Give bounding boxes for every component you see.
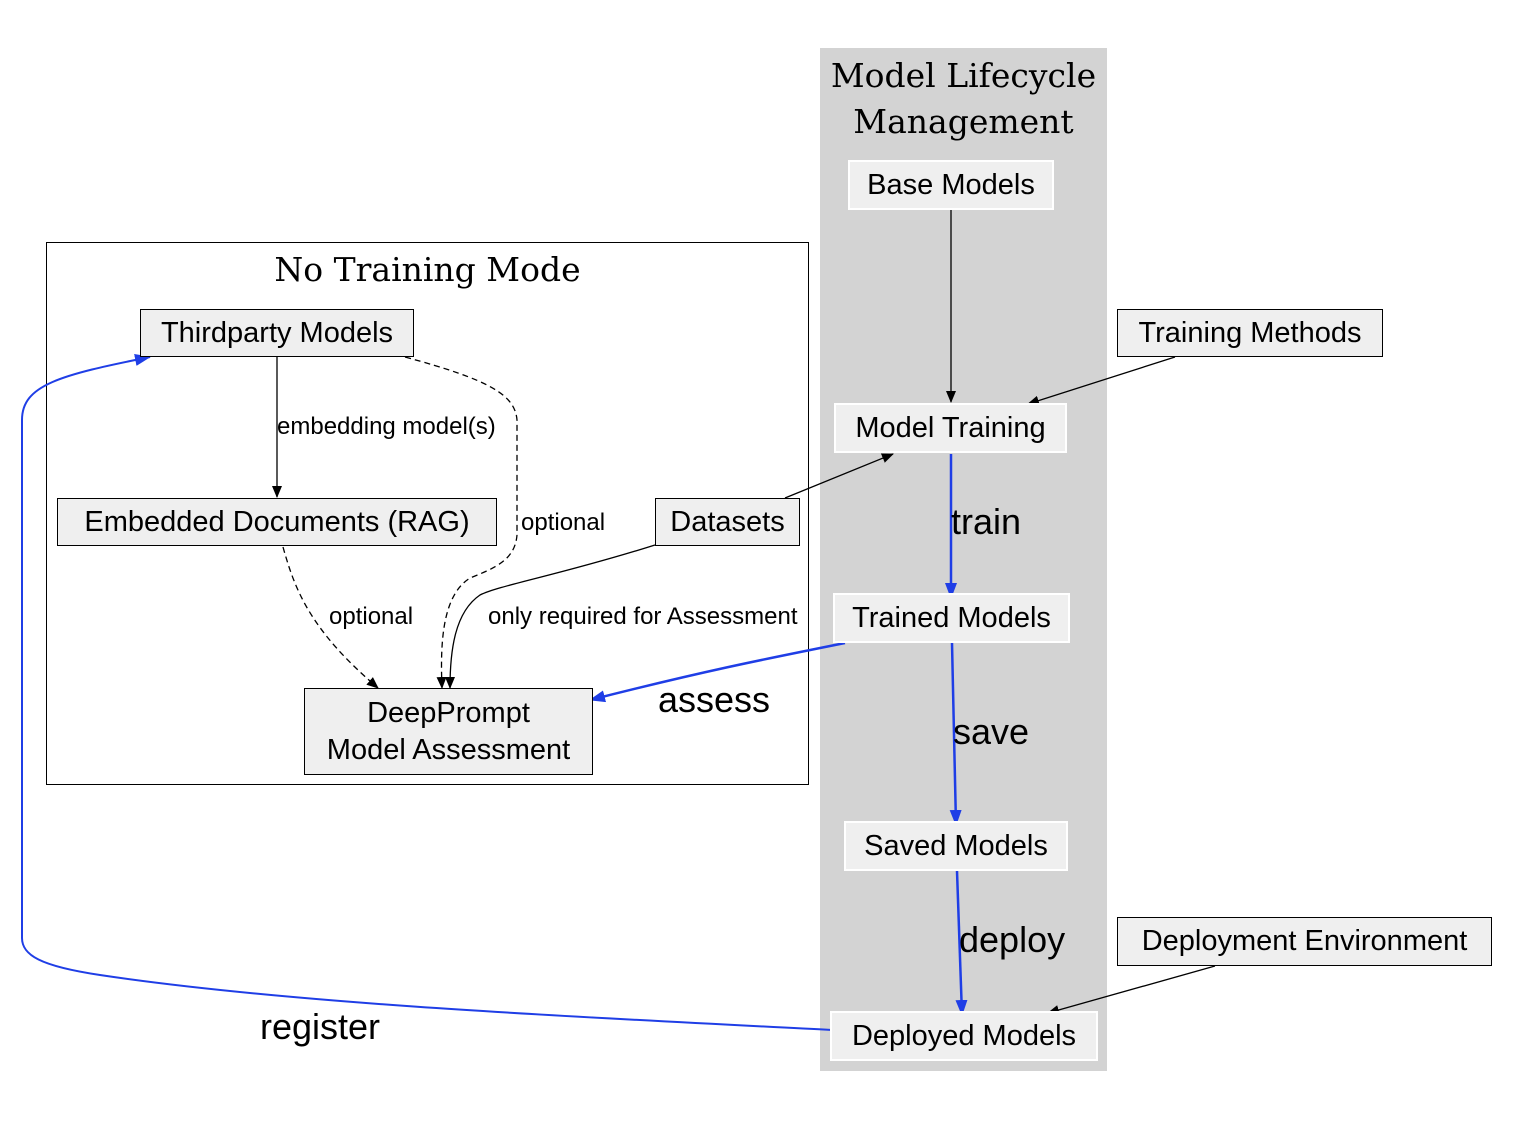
cluster-title-lifecycle: Model Lifecycle Management [820, 53, 1107, 145]
edge-env-to-deployed [1047, 965, 1216, 1015]
cluster-title-no-training: No Training Mode [274, 250, 581, 289]
node-deepprompt-model-assessment[interactable]: DeepPrompt Model Assessment [304, 688, 593, 775]
edge-deploy [955, 870, 968, 1016]
node-deepprompt-label-line2: Model Assessment [326, 733, 571, 766]
node-deployed-models-label: Deployed Models [851, 1019, 1077, 1052]
edge-datasets-to-training [784, 453, 894, 499]
node-base-models[interactable]: Base Models [848, 160, 1054, 210]
edge-save [949, 642, 962, 826]
cluster-model-lifecycle-management [820, 48, 1107, 1071]
edge-label-save: save [953, 711, 1030, 752]
edge-embedded-to-deepprompt [282, 546, 379, 689]
node-thirdparty-models-label: Thirdparty Models [160, 316, 394, 349]
node-trained-models[interactable]: Trained Models [833, 593, 1070, 643]
edge-label-train: train [951, 501, 1022, 542]
edge-datasets-to-deepprompt [445, 544, 656, 689]
node-trained-models-label: Trained Models [852, 601, 1051, 634]
edge-methods-to-training [1027, 356, 1176, 406]
edge-assess [589, 641, 846, 703]
edge-label-optional-thirdparty: optional [521, 509, 606, 536]
node-embedded-documents[interactable]: Embedded Documents (RAG) [57, 498, 497, 546]
node-model-training[interactable]: Model Training [834, 403, 1067, 453]
node-saved-models[interactable]: Saved Models [844, 821, 1068, 871]
edge-label-deploy: deploy [959, 919, 1066, 960]
node-deployment-environment-label: Deployment Environment [1141, 925, 1468, 958]
node-deepprompt-label-line1: DeepPrompt [367, 697, 530, 730]
edge-label-register: register [260, 1006, 381, 1047]
node-base-models-label: Base Models [867, 168, 1035, 201]
node-datasets[interactable]: Datasets [655, 498, 800, 546]
node-saved-models-label: Saved Models [864, 829, 1048, 862]
node-thirdparty-models[interactable]: Thirdparty Models [140, 309, 414, 357]
edge-label-embedding-models: embedding model(s) [277, 413, 496, 440]
node-model-training-label: Model Training [855, 411, 1046, 444]
node-embedded-documents-label: Embedded Documents (RAG) [84, 505, 470, 538]
node-datasets-label: Datasets [670, 505, 785, 538]
cluster-title-lifecycle-line1: Model Lifecycle [830, 56, 1097, 95]
edge-thirdparty-to-deepprompt [404, 356, 518, 689]
cluster-title-lifecycle-line2: Management [853, 102, 1074, 142]
node-deployment-environment[interactable]: Deployment Environment [1117, 917, 1492, 966]
edge-label-only-required: only required for Assessment [488, 603, 798, 630]
node-training-methods-label: Training Methods [1138, 316, 1362, 349]
edge-register [21, 354, 833, 1031]
node-training-methods[interactable]: Training Methods [1117, 309, 1383, 357]
cluster-no-training-mode [46, 242, 809, 785]
node-deployed-models[interactable]: Deployed Models [830, 1011, 1098, 1061]
edge-label-assess: assess [658, 679, 771, 720]
edge-label-optional-embedded: optional [329, 603, 414, 630]
